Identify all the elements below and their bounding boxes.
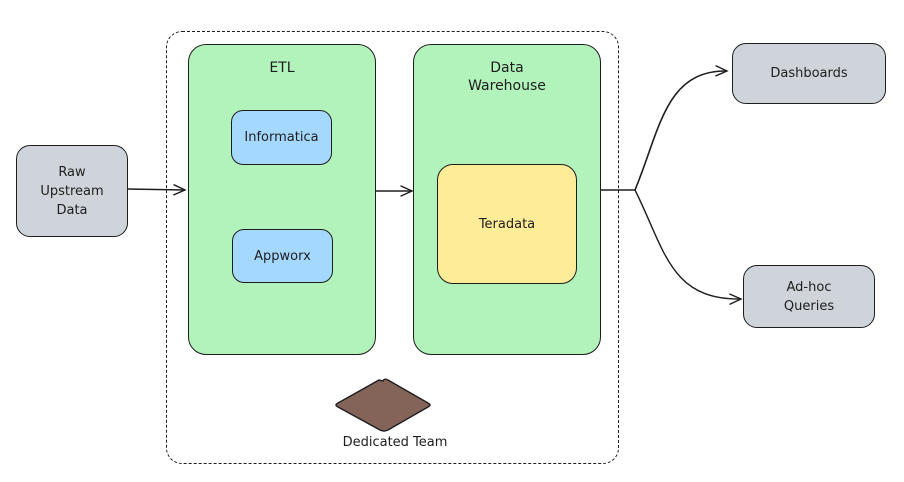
dedicated-team-group-boundary <box>166 31 619 464</box>
adhoc-queries-node[interactable]: Ad-hoc Queries <box>743 265 875 328</box>
arrow-source-to-etl <box>126 184 187 196</box>
dedicated-team-diamond <box>335 378 431 432</box>
etl-stage-node[interactable]: ETL <box>188 44 376 355</box>
raw-upstream-data-node[interactable]: Raw Upstream Data <box>16 145 128 237</box>
etl-stage-label: ETL <box>269 60 295 76</box>
appworx-label: Appworx <box>254 248 311 264</box>
dashboards-label: Dashboards <box>770 66 848 81</box>
teradata-node[interactable]: Teradata <box>437 164 577 284</box>
raw-upstream-data-label: Raw Upstream Data <box>40 164 104 218</box>
informatica-label: Informatica <box>244 130 319 145</box>
arrow-warehouse-to-dashboards <box>601 65 729 191</box>
arrow-warehouse-to-adhoc <box>634 189 743 305</box>
dashboards-node[interactable]: Dashboards <box>732 43 886 104</box>
adhoc-queries-label: Ad-hoc Queries <box>783 279 835 314</box>
data-warehouse-label: Data Warehouse <box>468 60 546 94</box>
dedicated-team-label: Dedicated Team <box>342 435 448 450</box>
informatica-node[interactable]: Informatica <box>231 110 332 165</box>
appworx-node[interactable]: Appworx <box>232 229 333 283</box>
teradata-label: Teradata <box>478 216 536 232</box>
